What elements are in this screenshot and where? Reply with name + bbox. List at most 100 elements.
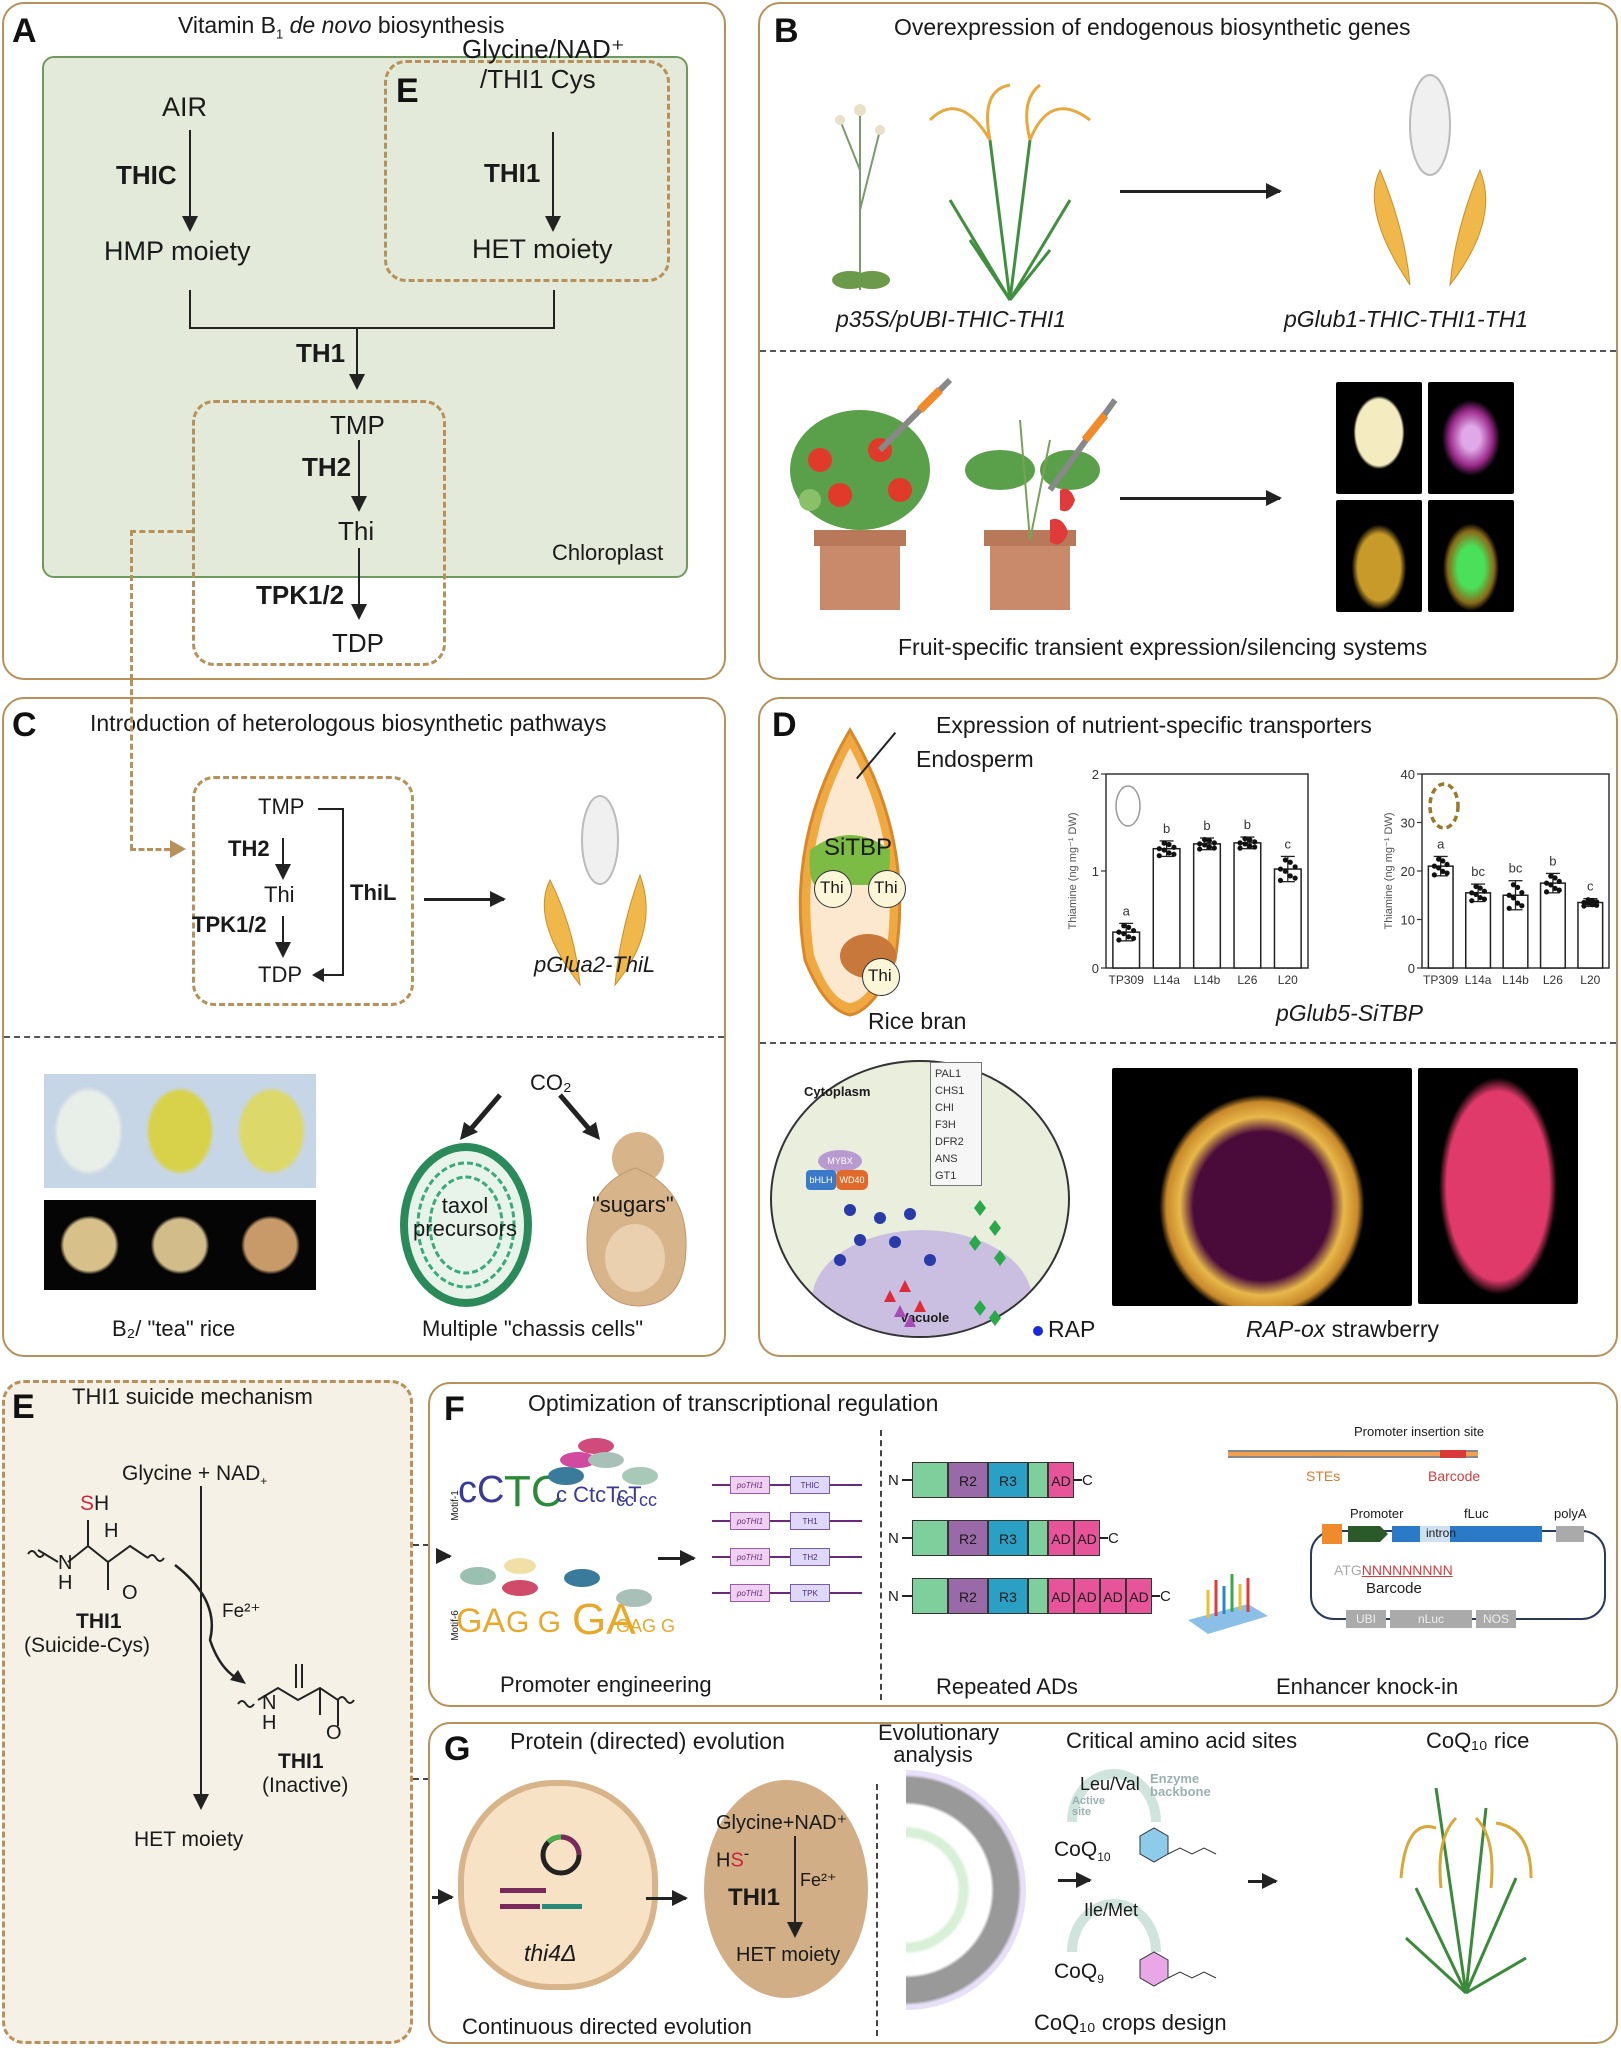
c-rice-grain-illustration — [543, 795, 647, 987]
thi-label-right: Thi — [874, 878, 898, 897]
y-tick-label: 10 — [1401, 913, 1415, 928]
nluc-block: nLuc — [1390, 1610, 1472, 1628]
leuval-label: Leu/Val — [1080, 1774, 1140, 1794]
data-point — [1287, 873, 1293, 879]
divider-c — [4, 1036, 724, 1038]
data-point — [1126, 934, 1132, 940]
tf-wd40: WD40 — [836, 1170, 868, 1190]
x-tick-label: L26 — [1543, 973, 1563, 987]
data-point — [1469, 898, 1475, 904]
plasmid-icon — [540, 1834, 582, 1876]
g-het: HET moiety — [736, 1944, 841, 1966]
significance-label: b — [1244, 817, 1251, 832]
thi-label-left: Thi — [820, 878, 844, 897]
promoter-insertion-site-label: Promoter insertion site — [1354, 1424, 1485, 1439]
gene-chi: CHI — [935, 1102, 954, 1114]
enzyme-backbone-arc-bottom — [1067, 1899, 1161, 1953]
f-sub-enhancer: Enhancer knock-in — [1276, 1674, 1459, 1699]
y-tick-label: 0 — [1408, 961, 1415, 976]
rice-grain-illustration — [1373, 74, 1487, 287]
strawberry-plant-illustration — [965, 398, 1118, 610]
construct-b-right: pGlub1-THIC-THI1-TH1 — [1284, 306, 1529, 332]
data-point — [1166, 841, 1172, 848]
co2-arrows — [460, 1093, 600, 1140]
y-tick-label: 20 — [1401, 864, 1415, 879]
ilemet-label: Ile/Met — [1084, 1900, 1139, 1920]
g-sub-continuous: Continuous directed evolution — [462, 2014, 752, 2039]
e-product: HET moiety — [134, 1828, 244, 1851]
panel-g-title: Protein (directed) evolution — [510, 1728, 785, 1754]
ad-row: N R2 R3 AD AD AD AD C — [888, 1578, 1171, 1614]
yeast-cell-illustration — [586, 1132, 687, 1307]
photo-purple-fruit — [1428, 382, 1514, 494]
g-hs: HS- — [716, 1844, 750, 1872]
thil-bypass-bottom — [320, 974, 344, 976]
panel-e-label: E — [12, 1388, 35, 1426]
tdp-pathway-box — [192, 400, 446, 666]
panel-f-label: F — [444, 1390, 465, 1428]
data-point — [1282, 868, 1288, 874]
c-arrow-tpk — [276, 916, 289, 958]
data-point — [1292, 875, 1298, 881]
y-tick-label: 0 — [1092, 961, 1099, 976]
coq10-structure — [1139, 1827, 1217, 1863]
e-substrate: Glycine + NAD+ — [122, 1462, 268, 1489]
enzyme-th2: TH2 — [302, 452, 352, 482]
photo-gfp-fruit — [1428, 500, 1514, 612]
node-tdp: TDP — [332, 628, 384, 658]
data-point — [1156, 853, 1162, 859]
chloroplast-label: Chloroplast — [552, 540, 664, 565]
yeast-strain-label: thi4Δ — [524, 1940, 577, 1966]
g-divider — [876, 1784, 878, 2036]
tf-mybx: MYBX — [818, 1150, 862, 1172]
f-entry-arrow — [436, 1549, 452, 1563]
construct-row-tpk: poTHI1 TPK — [712, 1582, 862, 1604]
data-point — [1161, 840, 1167, 846]
barcode-top-label: Barcode — [1428, 1468, 1481, 1484]
thi-circle-left — [814, 870, 852, 908]
promoter-box: poTHI1 — [730, 1548, 770, 1566]
significance-label: a — [1437, 836, 1445, 851]
y-axis-label: Thiamine (ng mg⁻¹ DW) — [1383, 812, 1395, 929]
data-point — [1594, 899, 1600, 905]
data-point — [1171, 851, 1177, 857]
intron-label: intron — [1426, 1526, 1457, 1540]
panel-f-title: Optimization of transcriptional regulati… — [528, 1390, 939, 1416]
g-sub-coq-design: CoQ₁₀ crops design — [1034, 2010, 1227, 2035]
x-tick-label: L14b — [1194, 973, 1221, 987]
e-main-arrow — [193, 1486, 209, 1810]
inset-e-label: E — [396, 72, 419, 110]
e-n-active: N — [58, 1552, 73, 1574]
e-nh-active: H — [58, 1572, 73, 1594]
barcode-sequence: ATGNNNNNNNNN — [1334, 1562, 1453, 1578]
algae-cell-illustration — [400, 1143, 532, 1307]
svg-text:c CtcTcT: c CtcTcT — [556, 1482, 642, 1507]
caption-c-left: B₂/ "tea" rice — [112, 1316, 236, 1341]
e-thi1-active-sub: (Suicide-Cys) — [24, 1634, 151, 1657]
data-point — [1431, 863, 1437, 869]
bar-L20 — [1577, 901, 1604, 969]
yeast-active-cell — [704, 1780, 868, 1998]
data-point — [1481, 888, 1488, 894]
polya-block — [1556, 1526, 1584, 1542]
ubi-block: UBI — [1346, 1610, 1386, 1628]
panel-d-title: Expression of nutrient-specific transpor… — [936, 712, 1372, 738]
gene-dfr2: DFR2 — [935, 1136, 964, 1148]
g-arrow-3 — [1248, 1874, 1278, 1888]
polya-label: polyA — [1554, 1506, 1587, 1521]
gene-box: THIC — [790, 1476, 830, 1494]
g-fe: Fe²⁺ — [800, 1870, 837, 1890]
merge-line-h — [189, 327, 555, 329]
svg-text:GAG G: GAG G — [616, 1616, 675, 1636]
data-point — [1585, 897, 1591, 903]
data-point — [1510, 895, 1516, 901]
tea-rice-photo-bottom — [44, 1200, 317, 1290]
data-point — [1201, 842, 1208, 848]
coq9-structure — [1139, 1951, 1217, 1987]
het-pathway-box — [384, 60, 670, 282]
x-tick-label: TP309 — [1109, 973, 1145, 987]
promoter-constructs: poTHI1 THIC poTHI1 TH1 poTHI1 TH2 poTHI1… — [712, 1474, 862, 1614]
g-arrow-2 — [1058, 1873, 1092, 1887]
caption-b: Fruit-specific transient expression/sile… — [898, 634, 1428, 660]
